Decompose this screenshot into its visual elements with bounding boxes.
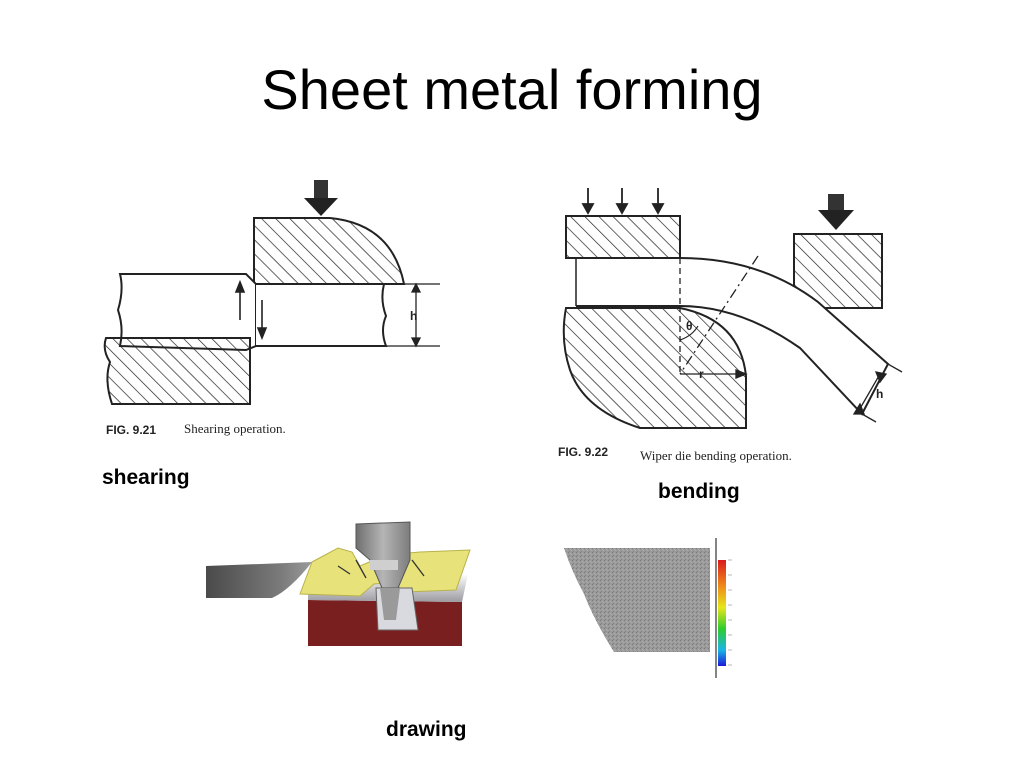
pad-force-arrows (581, 188, 665, 215)
drawing-contour-plot (564, 538, 732, 678)
shearing-diagram: h FIG. 9.21 Shearing operation. (103, 180, 440, 437)
wiper-force-arrow-icon (818, 194, 854, 230)
sheet-right (256, 283, 388, 347)
caption-shearing: shearing (102, 466, 190, 489)
bending-h-label: h (876, 387, 883, 401)
caption-drawing: drawing (386, 718, 467, 741)
bending-diagram: θ r h FIG. 9.22 Wiper die bending operat… (558, 188, 903, 463)
contour-part (564, 548, 710, 652)
shearing-fig-caption: Shearing operation. (184, 421, 286, 436)
bending-angle-label: θ (686, 319, 693, 333)
bent-thickness-dimension (852, 363, 903, 423)
drawing-simulation-3d (206, 521, 471, 646)
shearing-h-label: h (410, 309, 417, 323)
upper-blade (253, 217, 406, 285)
side-blade (206, 562, 312, 598)
thickness-dimension (384, 282, 440, 348)
caption-bending: bending (658, 480, 740, 503)
bending-die (562, 307, 747, 429)
pressure-pad (565, 215, 681, 259)
color-legend-bar (718, 560, 726, 666)
slide-title: Sheet metal forming (261, 58, 763, 121)
shear-arrows (234, 279, 268, 341)
bending-fig-caption: Wiper die bending operation. (640, 448, 792, 463)
shearing-fig-number: FIG. 9.21 (106, 423, 156, 437)
lower-die (103, 337, 251, 405)
force-arrow-icon (304, 180, 338, 216)
bending-fig-number: FIG. 9.22 (558, 445, 608, 459)
bending-radius-label: r (699, 367, 704, 381)
radius-arrow (680, 369, 748, 379)
